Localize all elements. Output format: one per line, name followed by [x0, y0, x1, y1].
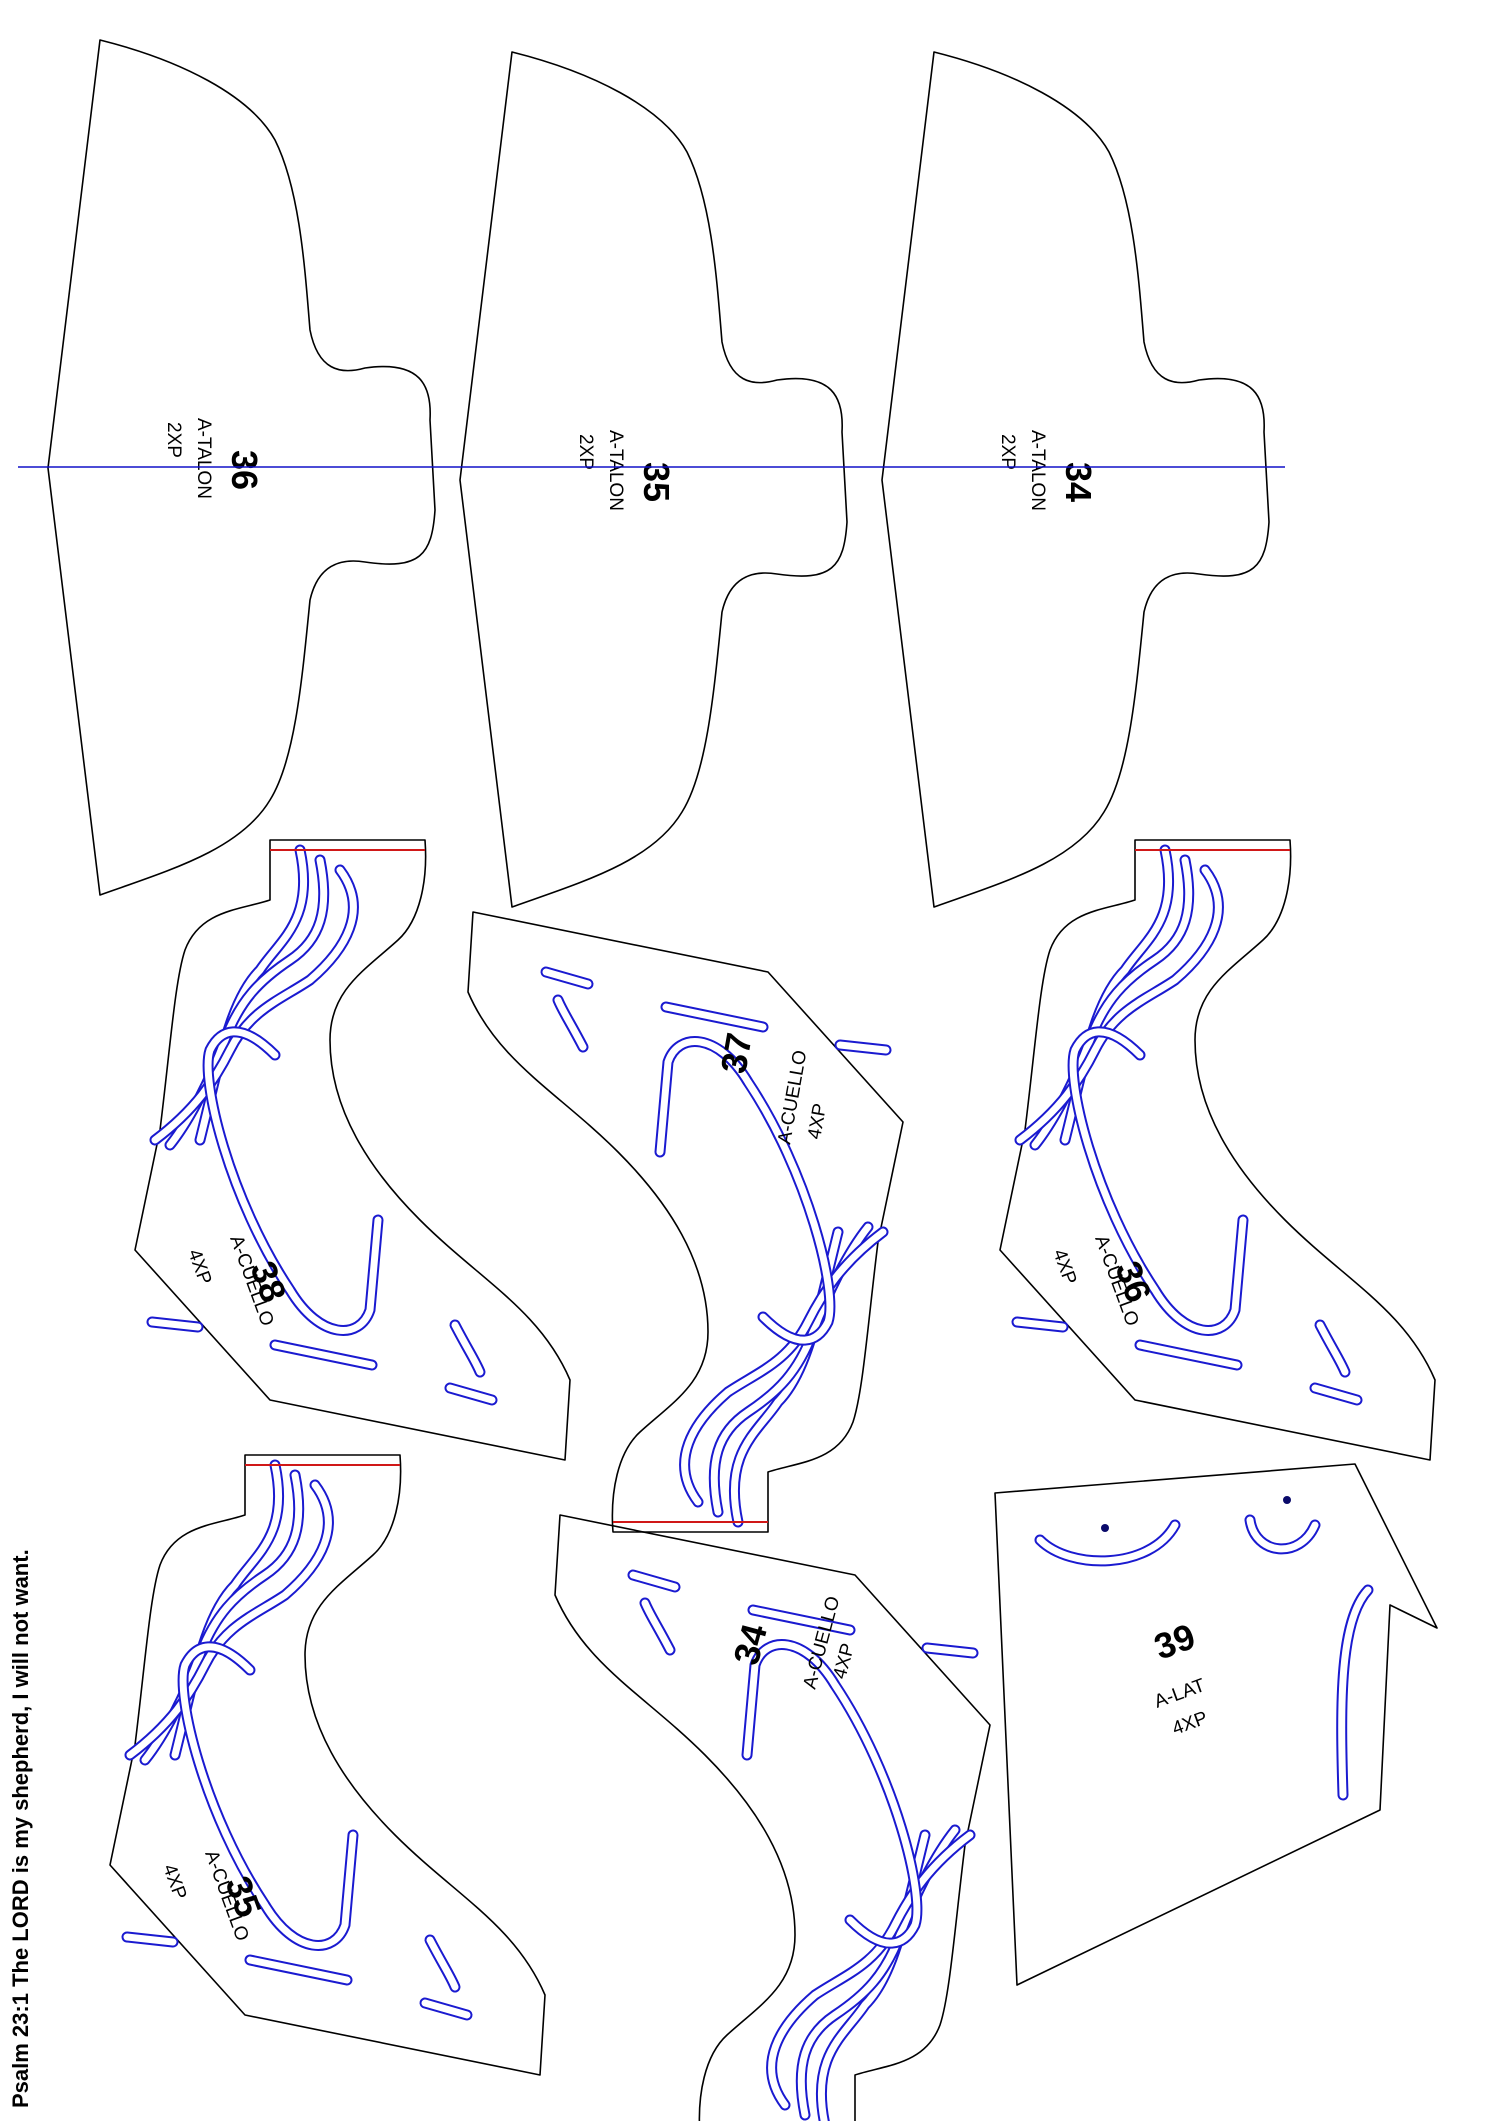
piece-name: A-TALON — [605, 430, 626, 511]
piece-lat-39: 39 A-LAT 4XP — [994, 1463, 1438, 1986]
piece-cuello-38: 38 A-CUELLO 4XP — [134, 839, 571, 1461]
piece-qty: 4XP — [830, 1641, 860, 1681]
piece-name: A-LAT — [1152, 1675, 1209, 1713]
piece-qty: 2XP — [997, 434, 1018, 470]
piece-qty: 4XP — [804, 1102, 831, 1141]
piece-qty: 4XP — [1048, 1247, 1080, 1288]
punch-hole — [1101, 1524, 1109, 1532]
piece-cuello-34 — [554, 1514, 991, 2121]
piece-qty: 4XP — [158, 1862, 190, 1903]
piece-number: 37 — [713, 1030, 760, 1077]
piece-number: 35 — [636, 462, 677, 502]
piece-talon-34: 34 A-TALON 2XP — [881, 51, 1270, 908]
piece-name: A-TALON — [1027, 430, 1048, 511]
piece-number: 34 — [725, 1620, 775, 1669]
piece-talon-36: 36 A-TALON 2XP — [47, 39, 436, 896]
piece-name: A-TALON — [193, 418, 214, 499]
piece-number: 34 — [1058, 462, 1099, 502]
piece-number: 36 — [224, 450, 265, 490]
punch-hole — [1283, 1496, 1291, 1504]
piece-qty: 2XP — [163, 422, 184, 458]
piece-number: 39 — [1149, 1615, 1201, 1667]
footer-verse: Psalm 23:1 The LORD is my shepherd, I wi… — [8, 1549, 33, 2108]
piece-cuello-35: 35 A-CUELLO 4XP — [109, 1454, 546, 2076]
piece-qty: 4XP — [1170, 1708, 1211, 1740]
piece-talon-35: 35 A-TALON 2XP — [459, 51, 848, 908]
piece-qty: 4XP — [183, 1247, 215, 1288]
piece-qty: 2XP — [575, 434, 596, 470]
piece-cuello-36: 36 A-CUELLO 4XP — [999, 839, 1436, 1461]
piece-cuello-37 — [467, 911, 904, 1533]
piece-cuello-34-labels: 34 A-CUELLO 4XP — [725, 1594, 859, 1691]
